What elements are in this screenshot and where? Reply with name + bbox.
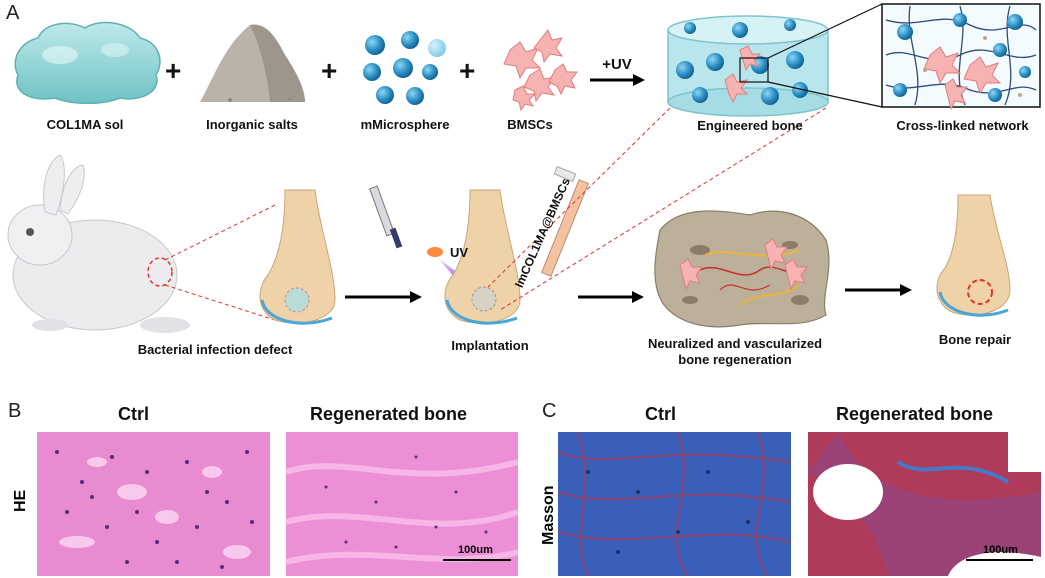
plus-sign-1: + [165, 55, 181, 86]
b-regen-header: Regenerated bone [310, 404, 468, 424]
he-regenerated-image: 100um [286, 432, 518, 576]
plus-sign-3: + [459, 55, 475, 86]
rabbit-graphic [7, 154, 190, 333]
label-bmscs: BMSCs [507, 117, 553, 132]
engineered-bone-graphic [667, 15, 829, 117]
label-regeneration-2: bone regeneration [678, 352, 792, 367]
panel-label-c: C [542, 400, 557, 422]
microspheres-graphic [363, 31, 446, 105]
masson-scale-label: 100um [983, 544, 1018, 556]
bmscs-graphic [503, 29, 578, 112]
syringe-graphic [540, 165, 590, 277]
label-regeneration-1: Neuralized and vascularized [647, 336, 823, 351]
schematic-diagram: + + + [7, 3, 1041, 333]
panel-label-a: A [6, 2, 20, 24]
inorganic-salts-graphic [200, 24, 305, 102]
label-mmicrosphere: mMicrosphere [360, 117, 450, 132]
label-uv-arrow: +UV [602, 56, 632, 73]
bone-repair-femur-graphic [936, 194, 1011, 317]
regeneration-tissue-graphic [654, 210, 830, 328]
label-col1ma-sol: COL1MA sol [46, 117, 124, 132]
label-bone-repair: Bone repair [938, 332, 1012, 347]
masson-ctrl-image [558, 432, 791, 576]
plus-sign-2: + [321, 55, 337, 86]
c-regen-header: Regenerated bone [836, 404, 994, 424]
c-ctrl-header: Ctrl [645, 404, 676, 424]
label-engineered-bone: Engineered bone [697, 118, 803, 133]
he-ctrl-image [37, 432, 270, 576]
panel-label-b: B [8, 400, 22, 422]
implantation-femur-graphic [444, 189, 521, 325]
label-uv: UV [449, 245, 469, 260]
he-side-label: HE [12, 489, 29, 512]
label-cross-linked-network: Cross-linked network [896, 118, 1029, 133]
he-scale-label: 100um [458, 544, 493, 556]
masson-regenerated-image: 100um [808, 432, 1041, 576]
label-inorganic-salts: Inorganic salts [206, 117, 298, 132]
label-bacterial-defect: Bacterial infection defect [137, 342, 293, 357]
label-implantation: Implantation [451, 338, 529, 353]
b-ctrl-header: Ctrl [118, 404, 149, 424]
cross-linked-network-graphic [881, 3, 1041, 111]
masson-side-label: Masson [540, 485, 557, 545]
femur-defect-graphic [259, 189, 336, 325]
col1ma-sol-graphic [14, 21, 161, 105]
